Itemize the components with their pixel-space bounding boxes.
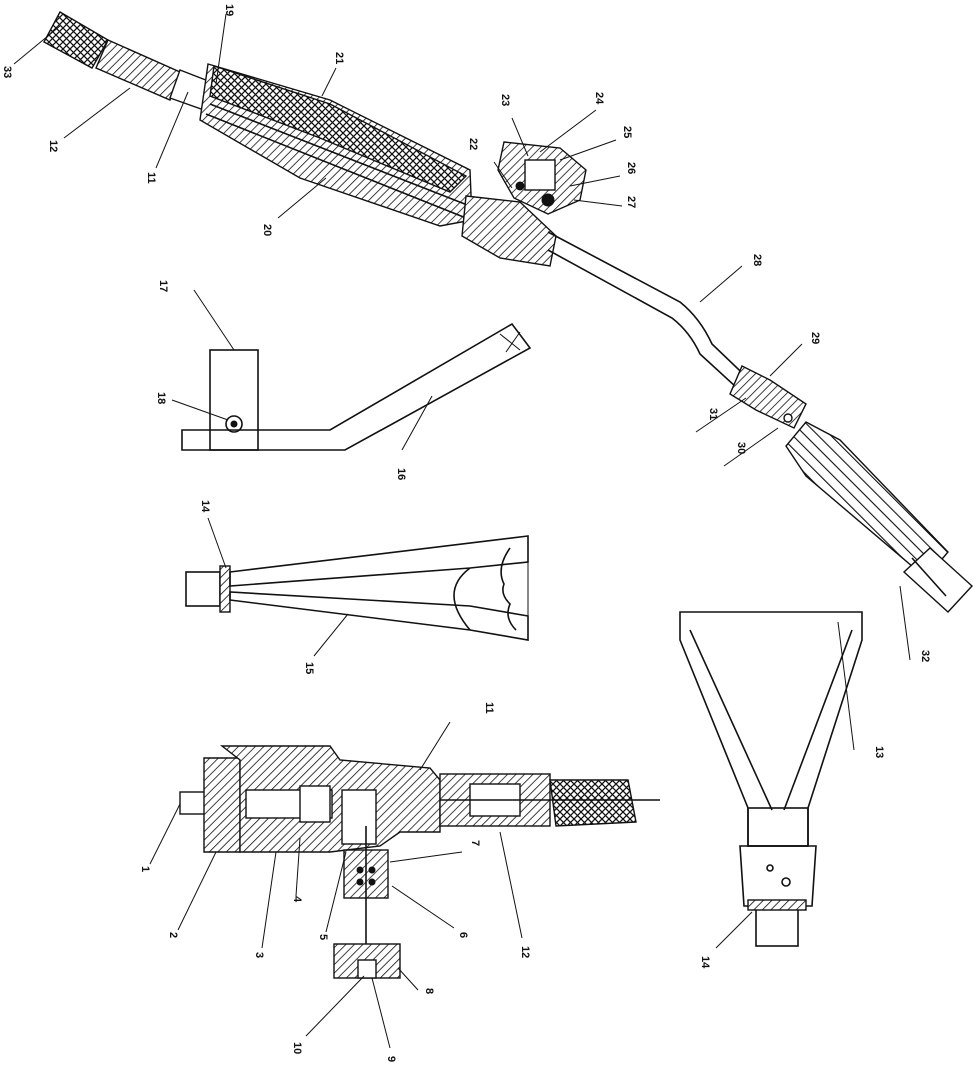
label-16: 16 bbox=[395, 468, 407, 480]
fork-jaw bbox=[453, 547, 517, 631]
cone-part bbox=[679, 611, 863, 947]
stand-part bbox=[181, 322, 532, 451]
label-12-top: 12 bbox=[47, 140, 59, 152]
nut bbox=[203, 757, 241, 853]
label-18: 18 bbox=[155, 392, 167, 404]
label-6: 6 bbox=[457, 932, 469, 938]
label-11-top: 11 bbox=[145, 172, 157, 184]
tube-coupling bbox=[729, 365, 807, 429]
label-7: 7 bbox=[469, 840, 481, 846]
label-31: 31 bbox=[707, 408, 719, 420]
label-14-top: 14 bbox=[199, 500, 211, 513]
label-17: 17 bbox=[157, 280, 169, 292]
stand-bolt bbox=[225, 415, 243, 433]
cone-socket bbox=[755, 905, 799, 947]
holder-socket bbox=[185, 571, 221, 607]
nozzle-tip bbox=[902, 547, 973, 613]
part-labels: 33 12 11 19 20 21 22 23 24 25 26 27 28 2… bbox=[1, 4, 931, 1062]
label-10: 10 bbox=[291, 1042, 303, 1054]
braided-hose-bottom bbox=[549, 779, 637, 827]
label-28: 28 bbox=[751, 254, 763, 266]
label-12-bottom: 12 bbox=[519, 946, 531, 958]
label-11-bottom: 11 bbox=[483, 702, 495, 714]
label-3: 3 bbox=[253, 952, 265, 958]
label-24: 24 bbox=[593, 92, 605, 105]
label-2: 2 bbox=[167, 932, 179, 938]
fork-arms bbox=[229, 535, 529, 587]
label-23: 23 bbox=[499, 94, 511, 106]
label-21: 21 bbox=[333, 52, 345, 64]
burner-tube bbox=[547, 231, 761, 391]
label-8: 8 bbox=[423, 988, 435, 994]
leader-lines bbox=[13, 13, 911, 1049]
label-19: 19 bbox=[223, 4, 235, 16]
fork-holder bbox=[185, 535, 529, 641]
braided-hose bbox=[43, 11, 109, 69]
label-25: 25 bbox=[621, 126, 633, 138]
label-32: 32 bbox=[919, 650, 931, 662]
label-30: 30 bbox=[735, 442, 747, 454]
hose-fitting bbox=[95, 39, 181, 101]
stand-arm bbox=[181, 322, 532, 451]
valve-knob bbox=[524, 159, 556, 191]
label-9: 9 bbox=[385, 1056, 397, 1062]
handle-grip bbox=[209, 65, 468, 193]
label-22: 22 bbox=[467, 138, 479, 150]
regulator-assembly bbox=[179, 745, 660, 979]
label-26: 26 bbox=[625, 162, 637, 174]
torch-assembly bbox=[43, 11, 973, 613]
label-13: 13 bbox=[873, 746, 885, 758]
label-20: 20 bbox=[261, 224, 273, 236]
cone-body bbox=[679, 611, 863, 847]
label-14-bottom: 14 bbox=[699, 956, 711, 969]
label-4: 4 bbox=[291, 896, 303, 903]
stand-block bbox=[209, 349, 259, 451]
valve-body bbox=[461, 195, 557, 267]
label-5: 5 bbox=[317, 934, 329, 940]
label-1: 1 bbox=[139, 866, 151, 872]
label-33: 33 bbox=[1, 66, 13, 78]
label-29: 29 bbox=[809, 332, 821, 344]
label-15: 15 bbox=[303, 662, 315, 674]
label-27: 27 bbox=[625, 196, 637, 208]
